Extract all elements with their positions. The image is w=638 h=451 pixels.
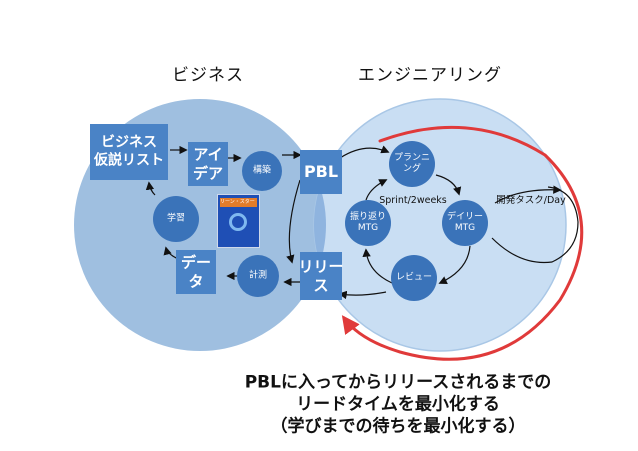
arrow-pbl-to-planning [339, 145, 390, 159]
retrospective-node [345, 200, 391, 246]
caption-line-3: （学びまでの待ちを最小化する） [270, 416, 526, 437]
review-node [391, 255, 437, 301]
dev-task-label: 開発タスク/Day [496, 195, 566, 207]
arrow-review-to-retro [362, 248, 393, 284]
idea-box [188, 142, 228, 186]
arrow-daily-loop [494, 185, 562, 204]
build-label: 構築 [252, 165, 272, 176]
pbl-box [300, 150, 342, 194]
caption-line-1: PBLに入ってからリリースされるまでの [244, 372, 552, 393]
planning-node [389, 141, 435, 187]
data-label: データ [180, 253, 212, 290]
business-heading: ビジネス [172, 65, 244, 86]
arrow-retro-to-planning [365, 179, 388, 201]
review-label: レビュー [395, 272, 433, 283]
hypothesis-list-label: ビジネス仮説リスト [94, 134, 164, 169]
lead-time-arrow [341, 125, 584, 361]
arrow-review-to-release [338, 290, 387, 300]
book-cover-icon: リーン・スタートアップ [217, 194, 260, 248]
pbl-label: PBL [303, 162, 339, 181]
measure-node [237, 255, 279, 297]
idea-label: アイデア [192, 145, 224, 182]
arrow-daily-to-review [438, 245, 471, 284]
arrow-learn-to-hypothesis [145, 181, 156, 196]
caption-line-2: リードタイムを最小化する [296, 394, 500, 415]
sprint-label: Sprint/2weeks [379, 195, 447, 207]
arrow-planning-to-daily [435, 174, 462, 196]
build-node [242, 151, 282, 191]
data-box [176, 250, 216, 294]
book-title: リーン・スタートアップ [220, 198, 257, 207]
daily-node [442, 200, 488, 246]
daily-loop-arc [491, 186, 579, 264]
planning-label: プランニング [393, 152, 431, 174]
release-label: リリース [298, 257, 344, 294]
engineering-heading: エンジニアリング [358, 65, 502, 86]
release-box [300, 252, 342, 300]
learn-node [153, 196, 199, 242]
learn-label: 学習 [166, 213, 186, 224]
arrow-pbl-to-release [286, 179, 301, 264]
hypothesis-list-box [90, 124, 168, 180]
measure-label: 計測 [248, 270, 268, 281]
book-ring-icon [229, 213, 247, 231]
